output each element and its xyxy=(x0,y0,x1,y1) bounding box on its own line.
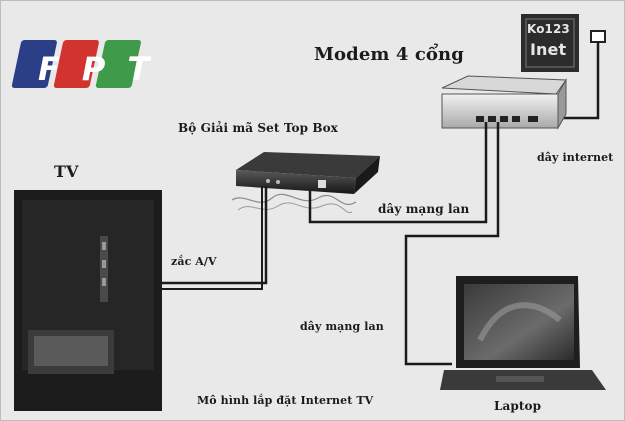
modem-label: Modem 4 cổng xyxy=(314,44,464,65)
lan-cable-top-label: dây mạng lan xyxy=(378,202,470,216)
badge-text-bottom: Inet xyxy=(530,40,567,59)
wall-socket-icon xyxy=(548,30,606,120)
set-top-box-icon xyxy=(231,152,380,214)
ko123-badge-icon xyxy=(521,14,579,72)
av-cable-label: zắc A/V xyxy=(171,255,217,268)
internet-cable-label: dây internet xyxy=(537,151,614,164)
modem-icon xyxy=(441,75,567,130)
tv-label: TV xyxy=(54,162,79,181)
tv-icon xyxy=(14,190,162,411)
fpt-logo-text: FPT xyxy=(38,50,172,88)
badge-text-top: Ko123 xyxy=(527,22,570,36)
set-top-box-label: Bộ Giải mã Set Top Box xyxy=(178,121,338,135)
fpt-logo xyxy=(11,40,141,88)
diagram-caption: Mô hình lắp đặt Internet TV xyxy=(197,394,374,407)
laptop-label: Laptop xyxy=(494,399,542,413)
lan-cable-bottom-label: dây mạng lan xyxy=(300,320,384,333)
laptop-icon xyxy=(440,276,606,390)
